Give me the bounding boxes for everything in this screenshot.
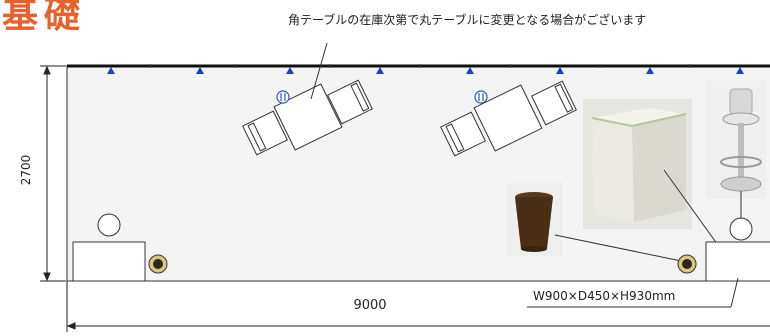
spotlights <box>107 67 744 74</box>
left-counter <box>72 241 146 282</box>
left-stool <box>97 213 121 237</box>
spotlight-icon <box>376 67 384 74</box>
spotlight-icon <box>556 67 564 74</box>
table-set-2 <box>440 80 577 157</box>
spotlight-icon <box>196 67 204 74</box>
page-title: 基礎 <box>2 0 87 36</box>
table-stock-note: 角テーブルの在庫次第で丸テーブルに変更となる場合がございます <box>288 13 647 27</box>
floor-outlet-right <box>677 254 697 274</box>
reception-counter-photo <box>583 99 692 229</box>
spotlight-icon <box>107 67 115 74</box>
spotlight-icon <box>646 67 654 74</box>
rail-ticks <box>149 64 691 68</box>
chair-icon <box>440 111 486 157</box>
right-counter <box>705 241 770 282</box>
note-leader-line <box>310 42 328 100</box>
trash-leader-line <box>554 234 687 263</box>
chair-icon <box>327 79 373 125</box>
depth-dimension <box>40 65 66 282</box>
chair-icon <box>531 80 577 126</box>
outlet-icon <box>276 90 290 104</box>
chair-icon <box>242 110 288 156</box>
width-dimension-label: 9000 <box>353 298 387 313</box>
outlet-icon <box>474 90 488 104</box>
trash-can-photo <box>507 183 562 256</box>
right-stool <box>729 217 753 241</box>
spotlight-icon <box>736 67 744 74</box>
square-table-icon <box>273 83 343 151</box>
floor-outlet-left <box>148 254 168 274</box>
counter-spec-label: W900×D450×H930mm <box>533 289 676 303</box>
spec-callout-leader <box>730 277 739 308</box>
width-dimension <box>66 281 770 332</box>
depth-dimension-label: 2700 <box>19 154 33 186</box>
spotlight-icon <box>286 67 294 74</box>
table-set-1 <box>242 79 373 156</box>
square-table-icon <box>473 84 543 152</box>
spotlight-icon <box>466 67 474 74</box>
bar-stool-photo <box>706 81 766 198</box>
